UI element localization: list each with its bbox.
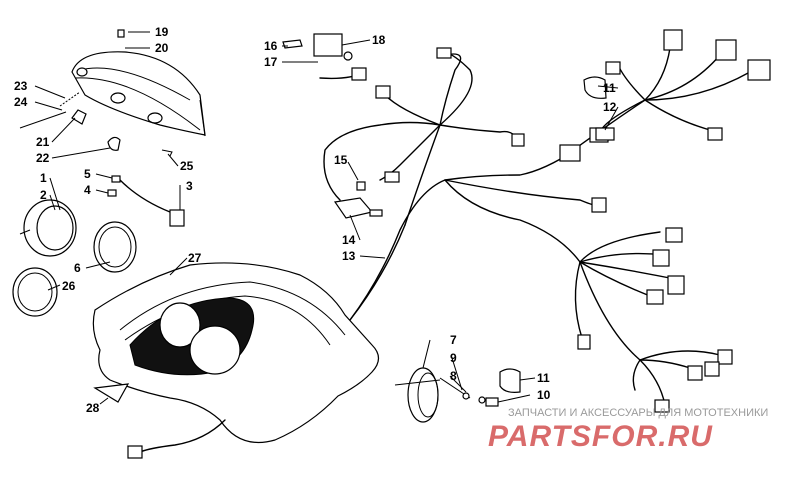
dash-panel-part-27	[92, 262, 380, 459]
part-8-washer	[462, 392, 470, 400]
leader-lines	[34, 31, 619, 405]
callout-9: 9	[450, 351, 457, 365]
part-11-clamp-upper	[583, 76, 607, 99]
part-22-socket	[107, 136, 121, 151]
callout-14: 14	[342, 233, 356, 247]
watermark: ЗАПЧАСТИ И АКСЕССУАРЫ ДЛЯ МОТОТЕХНИКИ PA…	[488, 407, 768, 453]
callout-8: 8	[450, 369, 457, 383]
callout-20: 20	[155, 41, 169, 55]
part-15-fuse	[356, 181, 366, 191]
callout-1: 1	[40, 171, 47, 185]
part-21-bulb	[71, 109, 87, 125]
callout-28: 28	[86, 401, 100, 415]
part-25-clip	[161, 149, 173, 157]
callout-3: 3	[186, 179, 193, 193]
tail-light-part-7	[394, 367, 471, 423]
callout-18: 18	[372, 33, 386, 47]
part-28-warning-label	[93, 383, 130, 403]
callout-5: 5	[84, 167, 91, 181]
headlight-assembly	[71, 51, 206, 137]
part-6-gauge-ring	[93, 221, 137, 273]
callout-19: 19	[155, 25, 169, 39]
callout-10: 10	[537, 388, 551, 402]
callout-15: 15	[334, 153, 348, 167]
part-19-clip	[117, 29, 125, 38]
callout-4: 4	[84, 183, 91, 197]
part-11-clamp-lower	[499, 368, 521, 393]
part-26-gauge-ring	[12, 267, 58, 317]
callout-27: 27	[188, 251, 202, 265]
callout-13: 13	[342, 249, 356, 263]
callout-24: 24	[14, 95, 28, 109]
part-17-regulator	[313, 33, 343, 57]
part-23-spring	[59, 91, 81, 107]
part-24-screw	[19, 111, 67, 129]
callout-12: 12	[603, 100, 617, 114]
callout-16: 16	[264, 39, 278, 53]
watermark-logo-text: PARTSFOR.RU	[488, 420, 713, 453]
callout-labels: 19 20 23 24 21 22 25 1 2 5 4 3 6 26 27 2…	[14, 25, 617, 415]
callout-21: 21	[36, 135, 50, 149]
callout-26: 26	[62, 279, 76, 293]
part-16-bolt	[282, 39, 303, 49]
callout-25: 25	[180, 159, 194, 173]
part-12-relay	[595, 127, 615, 141]
wiring-harness	[319, 47, 751, 406]
callout-11-lower: 11	[537, 371, 550, 385]
part-9-nut	[478, 396, 486, 404]
harness-connectors	[351, 29, 771, 413]
callout-22: 22	[36, 151, 50, 165]
callout-2: 2	[40, 188, 47, 202]
part-18-nut	[343, 51, 353, 61]
part-10-screw	[485, 397, 499, 407]
callout-6: 6	[74, 261, 81, 275]
part-14-connector-block	[333, 197, 383, 219]
callout-11-upper: 11	[603, 81, 616, 95]
speedometer-gauge	[19, 199, 77, 257]
part-3-harness-connector	[107, 175, 185, 227]
callout-23: 23	[14, 79, 28, 93]
watermark-tagline: ЗАПЧАСТИ И АКСЕССУАРЫ ДЛЯ МОТОТЕХНИКИ	[508, 407, 768, 419]
callout-7: 7	[450, 333, 457, 347]
callout-17: 17	[264, 55, 278, 69]
